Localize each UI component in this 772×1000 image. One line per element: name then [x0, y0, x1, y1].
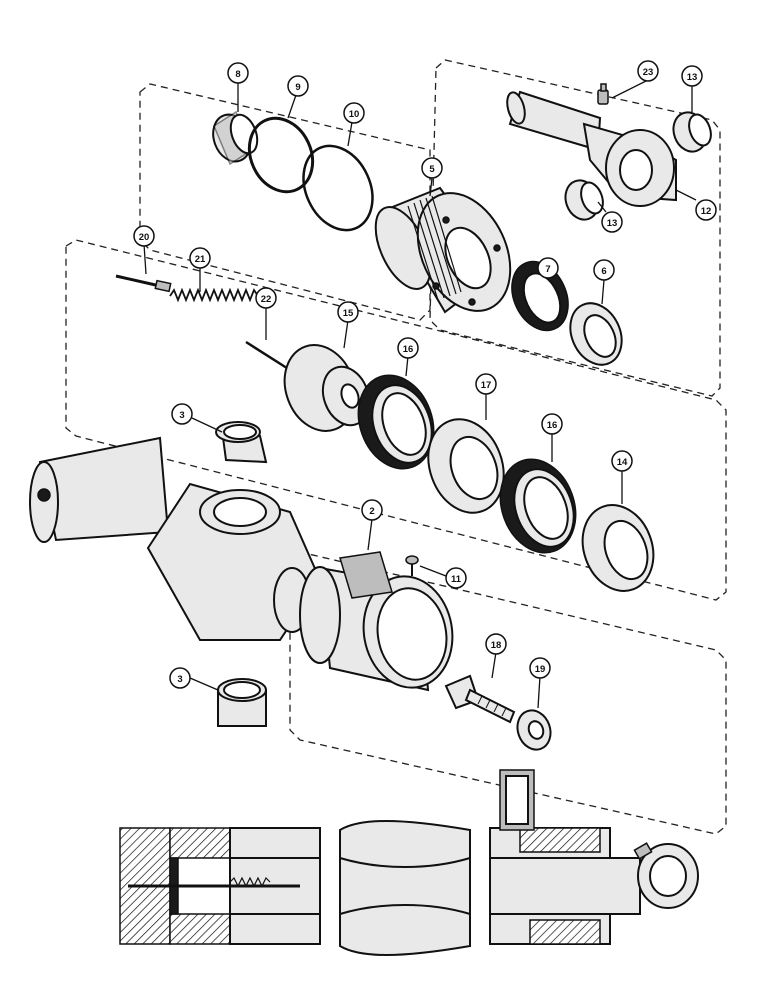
part-3-bushing-bottom [217, 678, 267, 727]
part-11-screw [405, 555, 419, 576]
callout-7: 7 [537, 257, 559, 279]
part-12-rod-eye [506, 90, 677, 207]
part-19-washer [516, 709, 552, 751]
svg-text:19: 19 [535, 664, 546, 675]
part-18-bolt [444, 674, 516, 724]
part-23-grease-fitting [597, 83, 609, 105]
callout-16-b: 16 [541, 413, 563, 435]
svg-text:9: 9 [295, 82, 300, 93]
callout-23: 23 [637, 60, 659, 82]
callout-18: 18 [485, 633, 507, 655]
svg-text:21: 21 [195, 254, 206, 265]
svg-text:15: 15 [343, 308, 354, 319]
part-15-piston [283, 344, 371, 432]
callout-20: 20 [133, 225, 155, 247]
svg-text:18: 18 [491, 640, 502, 651]
part-2-barrel [299, 551, 454, 692]
part-13-bushing-top [672, 111, 712, 153]
callout-11: 11 [445, 567, 467, 589]
svg-text:13: 13 [607, 218, 618, 229]
callout-10: 10 [343, 102, 365, 124]
part-9-backup-ring [247, 116, 315, 194]
svg-text:16: 16 [403, 344, 414, 355]
part-10-o-ring [302, 144, 374, 232]
part-3-bushing-top [215, 421, 268, 464]
callout-13-bottom: 13 [601, 211, 623, 233]
callout-6: 6 [593, 259, 615, 281]
svg-text:17: 17 [481, 380, 492, 391]
svg-text:7: 7 [545, 264, 550, 275]
svg-text:2: 2 [369, 506, 374, 517]
part-17-ring [427, 418, 505, 514]
callout-14: 14 [611, 450, 633, 472]
part-13-bushing-bottom [564, 179, 604, 221]
part-5-gland [374, 186, 512, 314]
svg-text:10: 10 [349, 109, 360, 120]
piston-group-outline [65, 239, 727, 601]
part-22-rod [245, 340, 291, 372]
callout-22: 22 [255, 287, 277, 309]
assembled-cross-section [119, 769, 699, 956]
callout-9: 9 [287, 75, 309, 97]
callout-8: 8 [227, 62, 249, 84]
part-14-ring [581, 504, 655, 592]
svg-text:12: 12 [701, 206, 712, 217]
svg-text:20: 20 [139, 232, 150, 243]
svg-text:5: 5 [429, 164, 435, 175]
part-8-bushing [212, 110, 259, 166]
callout-13-top: 13 [681, 65, 703, 87]
callout-3-bottom: 3 [169, 667, 191, 689]
part-20-pin [115, 274, 172, 293]
part-16-seal-a [357, 374, 435, 470]
callout-19: 19 [529, 657, 551, 679]
svg-text:23: 23 [643, 67, 654, 78]
svg-text:6: 6 [601, 266, 606, 277]
svg-text:3: 3 [177, 674, 182, 685]
callout-16-a: 16 [397, 337, 419, 359]
svg-text:13: 13 [687, 72, 698, 83]
rod-end-group-outline [429, 59, 721, 397]
callout-2: 2 [361, 499, 383, 521]
gland-group-outline [139, 83, 431, 321]
callout-3-top: 3 [171, 403, 193, 425]
part-21-spring [169, 287, 259, 303]
svg-text:11: 11 [451, 574, 462, 585]
barrel-group-outline [289, 551, 727, 835]
callout-15: 15 [337, 301, 359, 323]
part-6-wiper [569, 302, 623, 366]
callout-12: 12 [695, 199, 717, 221]
callout-5: 5 [421, 157, 443, 179]
part-7-seal [511, 260, 569, 332]
callout-21: 21 [189, 247, 211, 269]
svg-text:16: 16 [547, 420, 558, 431]
svg-text:8: 8 [235, 69, 240, 80]
svg-text:3: 3 [179, 410, 184, 421]
part-16-seal-b [499, 458, 577, 554]
svg-text:14: 14 [617, 457, 628, 468]
callout-17: 17 [475, 373, 497, 395]
svg-text:22: 22 [261, 294, 272, 305]
cylinder-base-end [29, 436, 322, 641]
